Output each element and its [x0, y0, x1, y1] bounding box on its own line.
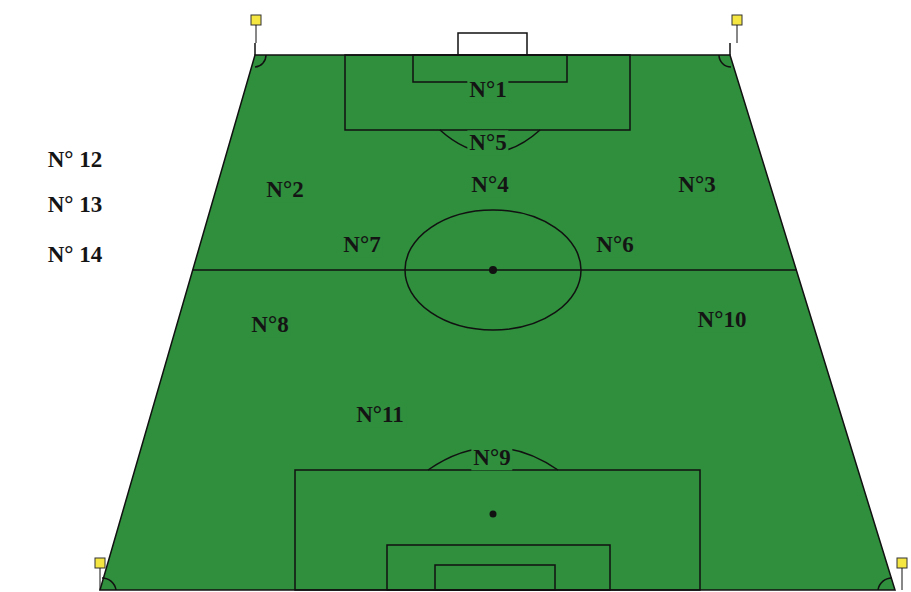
- player-number: N°5: [467, 130, 508, 155]
- player-number: N°8: [249, 312, 290, 337]
- flag-pole: [254, 43, 256, 55]
- player-number: N° 12: [46, 147, 105, 172]
- player-number: N°3: [676, 172, 717, 197]
- corner-flag: [251, 15, 261, 25]
- goal: [458, 33, 527, 55]
- flag-pole: [100, 568, 101, 590]
- centre-spot: [489, 266, 497, 274]
- flag-pole: [729, 43, 731, 55]
- penalty-area: [345, 55, 630, 130]
- player-number: N°4: [469, 172, 510, 197]
- flag-pole: [737, 25, 738, 43]
- player-number: N°1: [467, 77, 508, 102]
- corner-flag: [95, 558, 105, 568]
- pitch-surface: [100, 55, 895, 590]
- player-number: N°7: [341, 232, 382, 257]
- player-number: N° 14: [46, 242, 105, 267]
- penalty-area: [295, 470, 700, 590]
- corner-flag: [897, 558, 907, 568]
- player-number: N°11: [354, 402, 406, 427]
- player-number: N°6: [594, 232, 635, 257]
- player-number: N° 13: [46, 192, 105, 217]
- corner-arc: [719, 55, 731, 67]
- corner-flag: [732, 15, 742, 25]
- player-number: N°9: [471, 445, 512, 470]
- goal-area: [387, 545, 610, 590]
- player-number: N°10: [696, 307, 749, 332]
- flag-pole: [256, 25, 257, 43]
- flag-pole: [902, 568, 903, 590]
- corner-arc: [878, 578, 892, 590]
- corner-arc: [255, 55, 266, 67]
- penalty-spot: [490, 511, 497, 518]
- corner-arc: [102, 578, 116, 590]
- goal: [435, 565, 555, 590]
- player-number: N°2: [264, 177, 305, 202]
- centre-circle: [405, 210, 581, 330]
